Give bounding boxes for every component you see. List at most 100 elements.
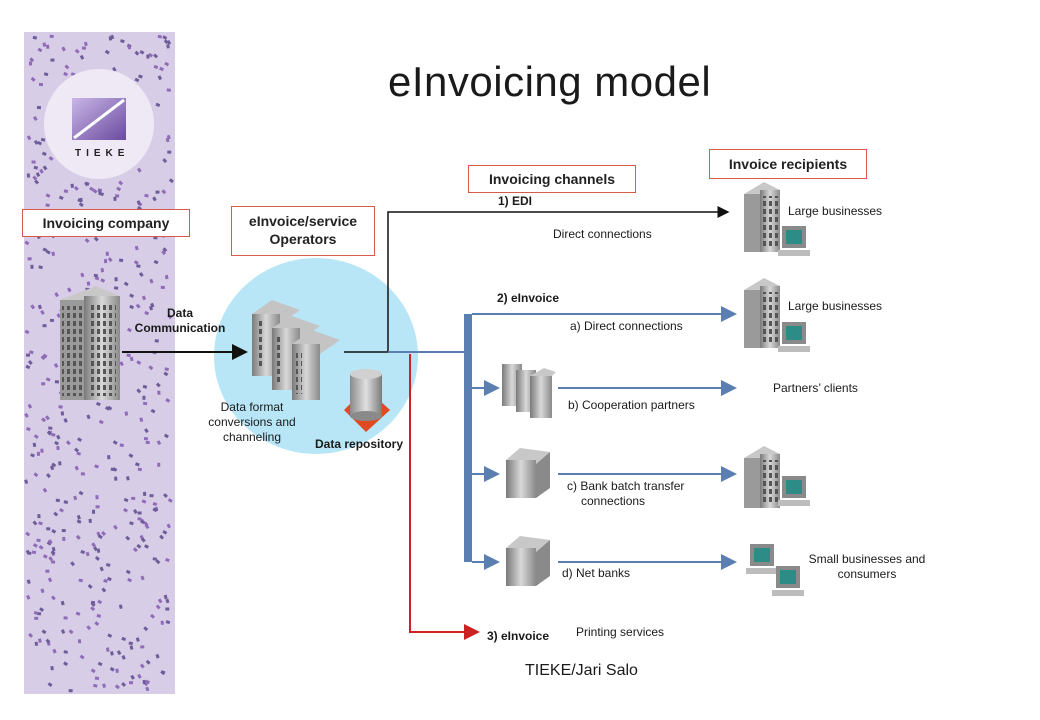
confetti-square xyxy=(76,514,81,520)
confetti-square xyxy=(155,604,161,610)
confetti-square xyxy=(159,534,165,540)
confetti-square xyxy=(38,521,43,526)
invoicing-company-box: Invoicing company xyxy=(22,209,190,237)
confetti-square xyxy=(156,440,162,446)
confetti-square xyxy=(26,594,31,600)
confetti-square xyxy=(54,440,60,446)
confetti-square xyxy=(33,434,39,439)
confetti-square xyxy=(164,61,170,67)
confetti-square xyxy=(36,451,40,456)
confetti-square xyxy=(99,566,104,572)
confetti-square xyxy=(77,198,83,203)
confetti-square xyxy=(165,598,170,604)
confetti-square xyxy=(37,638,42,643)
confetti-square xyxy=(112,66,117,72)
c-bank-line1: c) Bank batch transfer xyxy=(567,479,685,493)
confetti-square xyxy=(55,498,60,503)
einvoice-bus-bar xyxy=(464,314,472,562)
confetti-square xyxy=(143,437,149,441)
confetti-square xyxy=(163,433,169,439)
large-business-2-icon xyxy=(744,278,810,352)
confetti-square xyxy=(27,551,32,555)
confetti-square xyxy=(109,666,115,672)
confetti-square xyxy=(128,453,134,458)
confetti-square xyxy=(157,462,161,467)
confetti-square xyxy=(25,364,31,370)
confetti-square xyxy=(46,541,52,546)
confetti-square xyxy=(67,287,72,293)
confetti-square xyxy=(153,64,159,70)
confetti-square xyxy=(129,521,134,526)
confetti-square xyxy=(63,418,68,423)
small-line2: consumers xyxy=(837,567,897,581)
confetti-square xyxy=(100,278,106,283)
confetti-square xyxy=(87,584,93,589)
confetti-square xyxy=(118,604,123,610)
confetti-square xyxy=(27,257,32,261)
bank-server-icon xyxy=(506,448,550,498)
confetti-square xyxy=(34,179,40,185)
confetti-square xyxy=(45,193,51,198)
confetti-square xyxy=(65,440,71,446)
confetti-square xyxy=(47,577,53,583)
confetti-square xyxy=(114,194,120,198)
confetti-square xyxy=(146,54,150,59)
confetti-square xyxy=(95,401,101,407)
confetti-square xyxy=(75,611,81,616)
confetti-square xyxy=(166,39,172,45)
a-direct-label: a) Direct connections xyxy=(570,319,683,333)
confetti-square xyxy=(45,249,51,255)
confetti-square xyxy=(54,380,59,384)
confetti-square xyxy=(77,639,82,644)
confetti-square xyxy=(165,620,171,625)
confetti-square xyxy=(115,668,119,673)
confetti-square xyxy=(145,686,150,692)
confetti-square xyxy=(73,495,78,501)
confetti-square xyxy=(63,661,69,667)
confetti-square xyxy=(123,281,129,287)
confetti-square xyxy=(136,167,142,173)
invoicing-company-label: Invoicing company xyxy=(42,215,170,231)
confetti-square xyxy=(26,426,31,432)
einvoice-2-label: 2) eInvoice xyxy=(497,291,560,305)
confetti-square xyxy=(43,72,49,77)
confetti-square xyxy=(85,551,90,557)
confetti-square xyxy=(161,189,167,195)
confetti-square xyxy=(86,625,92,631)
confetti-square xyxy=(97,661,103,667)
confetti-square xyxy=(33,116,38,121)
confetti-square xyxy=(162,158,168,164)
confetti-square xyxy=(84,238,90,244)
invoicing-channels-box: Invoicing channels xyxy=(468,165,636,193)
confetti-square xyxy=(45,415,50,421)
direct-connections-label: Direct connections xyxy=(553,227,652,241)
confetti-square xyxy=(136,264,141,268)
confetti-square xyxy=(157,390,161,395)
confetti-square xyxy=(142,679,146,685)
large-businesses-1-label: Large businesses xyxy=(788,204,883,218)
confetti-square xyxy=(46,430,52,436)
confetti-square xyxy=(162,529,168,535)
confetti-square xyxy=(107,257,113,263)
confetti-square xyxy=(148,53,154,58)
confetti-square xyxy=(166,523,172,529)
data-repository-icon xyxy=(344,369,390,432)
invoice-recipients-box: Invoice recipients xyxy=(709,149,867,179)
data-repository-label: Data repository xyxy=(315,437,404,451)
confetti-square xyxy=(153,53,159,59)
confetti-square xyxy=(63,500,69,504)
confetti-square xyxy=(104,259,108,264)
confetti-square xyxy=(48,156,54,161)
confetti-square xyxy=(50,58,55,62)
confetti-square xyxy=(40,588,45,594)
data-comm-line1: Data xyxy=(166,306,193,320)
confetti-square xyxy=(107,405,113,411)
confetti-square xyxy=(60,411,65,416)
confetti-square xyxy=(113,286,119,290)
large-business-1-icon xyxy=(744,182,810,256)
invoicing-channels-label: Invoicing channels xyxy=(488,171,616,187)
confetti-square xyxy=(129,304,135,310)
confetti-square xyxy=(121,682,127,687)
confetti-square xyxy=(76,451,82,456)
